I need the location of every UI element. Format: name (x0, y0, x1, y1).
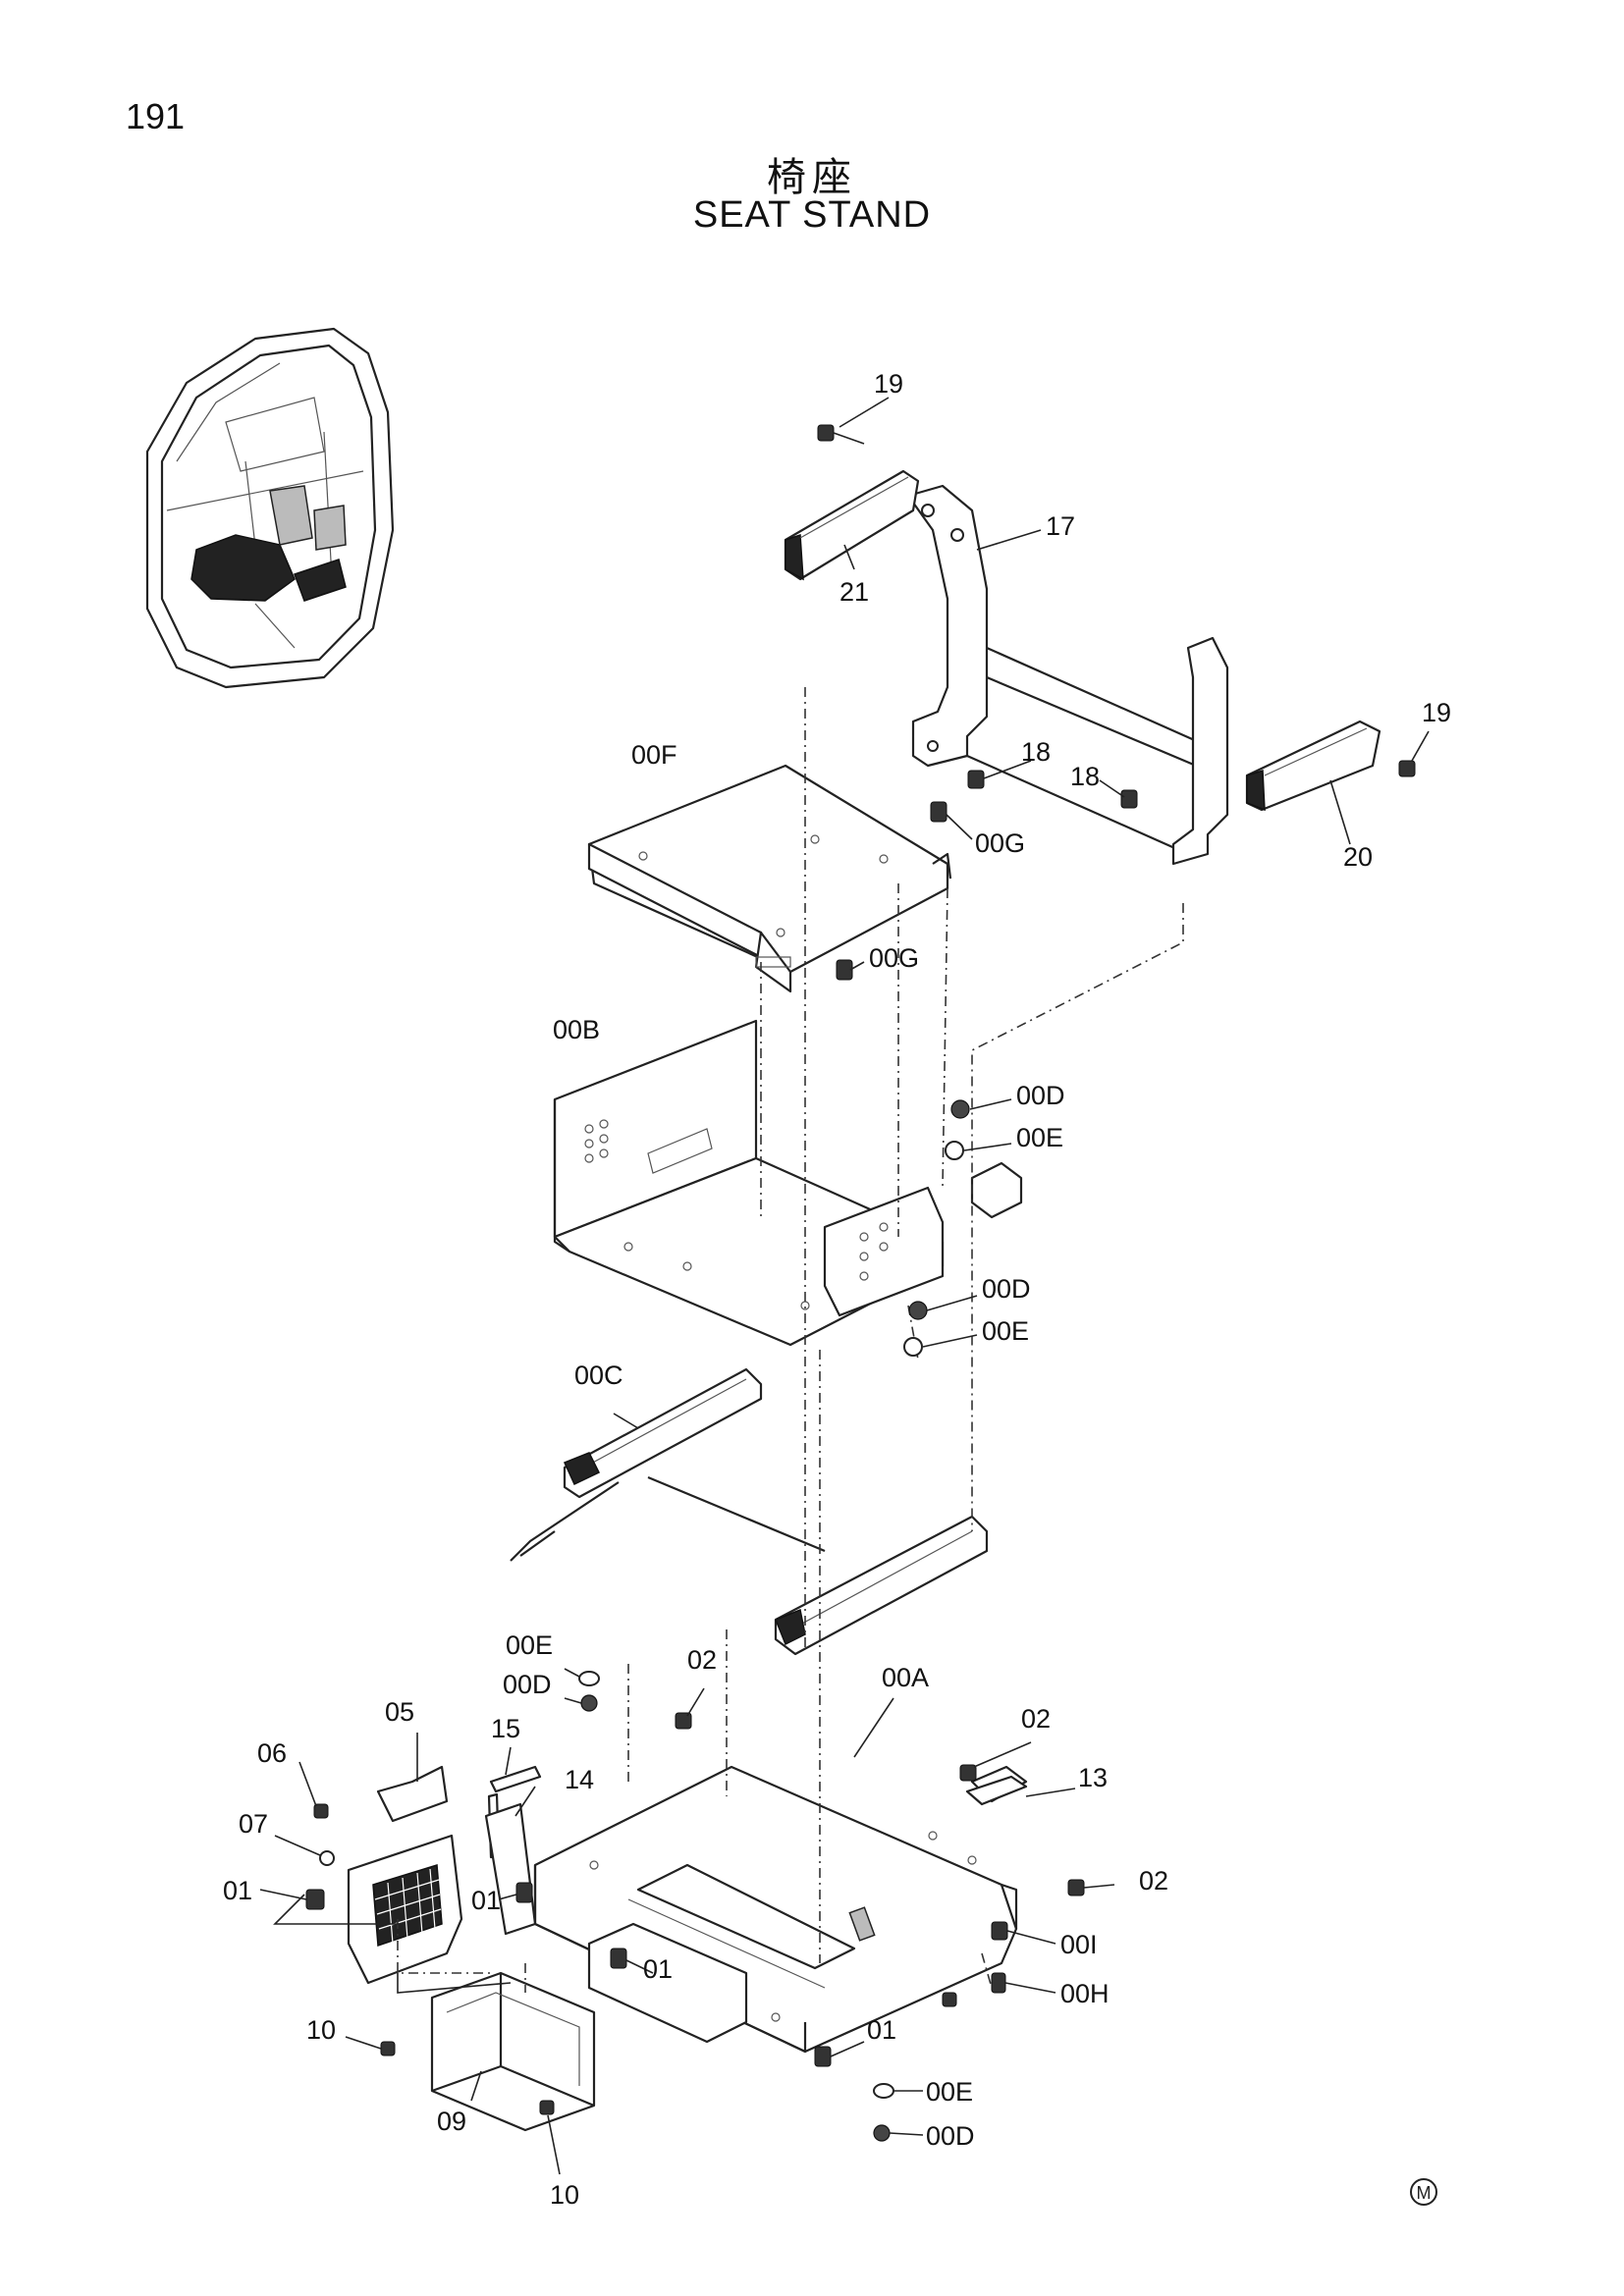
callout-07: 07 (239, 1809, 268, 1839)
vent-grille (372, 1864, 443, 1948)
title-japanese: 椅座 (767, 155, 857, 200)
seat-slide-rails-00C (510, 1367, 989, 1656)
callout-00F: 00F (631, 740, 677, 770)
front-cover-09 (430, 1971, 596, 2132)
circled-m-mark: M (1410, 2178, 1437, 2206)
bolt-19-right (1398, 760, 1416, 777)
callout-00G-b: 00G (869, 943, 919, 973)
callout-01-d: 01 (867, 2015, 896, 2045)
callout-01-c: 01 (643, 1954, 673, 1984)
callout-02-c: 02 (1139, 1866, 1168, 1896)
callout-09: 09 (437, 2107, 466, 2136)
bolt-18-a (967, 770, 985, 789)
callout-00H: 00H (1060, 1979, 1110, 2008)
armrest-assembly (784, 424, 1416, 866)
base-plate-00A (533, 1765, 1028, 2054)
cab-location-thumbnail (145, 327, 395, 689)
callout-06: 06 (257, 1738, 287, 1768)
callout-19-top: 19 (874, 369, 903, 399)
callout-02-a: 02 (687, 1645, 717, 1675)
assembly-guide-lines (397, 687, 1184, 1993)
fasteners (305, 801, 1085, 2142)
callout-00I: 00I (1060, 1930, 1098, 1959)
callout-00E-d: 00E (926, 2077, 973, 2107)
callout-00E-c: 00E (506, 1630, 553, 1660)
callout-10-b: 10 (550, 2180, 579, 2210)
callout-00E-b: 00E (982, 1316, 1029, 1346)
callout-00D-b: 00D (982, 1274, 1031, 1304)
callout-13: 13 (1078, 1763, 1108, 1792)
callout-10-a: 10 (306, 2015, 336, 2045)
callout-00C: 00C (574, 1361, 623, 1390)
callout-05: 05 (385, 1697, 414, 1727)
page-number: 191 (126, 96, 186, 136)
callout-00A: 00A (882, 1663, 929, 1692)
callout-02-b: 02 (1021, 1704, 1051, 1734)
bolt-18-b (1120, 789, 1138, 809)
corner-mark-text: M (1417, 2183, 1432, 2203)
leader-lines (259, 397, 1430, 2175)
callout-00E-a: 00E (1016, 1123, 1063, 1152)
callout-00D-a: 00D (1016, 1081, 1065, 1110)
callout-01-a: 01 (223, 1876, 252, 1905)
callout-labels: 19 17 21 19 00F 18 18 00G 20 00G 00B 00D… (223, 369, 1451, 2210)
callout-00B: 00B (553, 1015, 600, 1044)
callout-19-right: 19 (1422, 698, 1451, 727)
callout-15: 15 (491, 1714, 520, 1743)
bolt-19-top (817, 424, 865, 445)
callout-17: 17 (1046, 511, 1075, 541)
callout-00G-a: 00G (975, 828, 1025, 858)
callout-00D-c: 00D (503, 1670, 552, 1699)
seat-frame-00B (553, 1019, 1023, 1347)
side-cover-05 (347, 1765, 463, 1985)
callout-21: 21 (839, 577, 869, 607)
callout-18-a: 18 (1021, 737, 1051, 767)
callout-00D-d: 00D (926, 2121, 975, 2151)
callout-18-b: 18 (1070, 762, 1100, 791)
callout-01-b: 01 (471, 1886, 501, 1915)
title-english: SEAT STAND (692, 194, 932, 236)
callout-14: 14 (565, 1765, 594, 1794)
callout-20: 20 (1343, 842, 1373, 872)
